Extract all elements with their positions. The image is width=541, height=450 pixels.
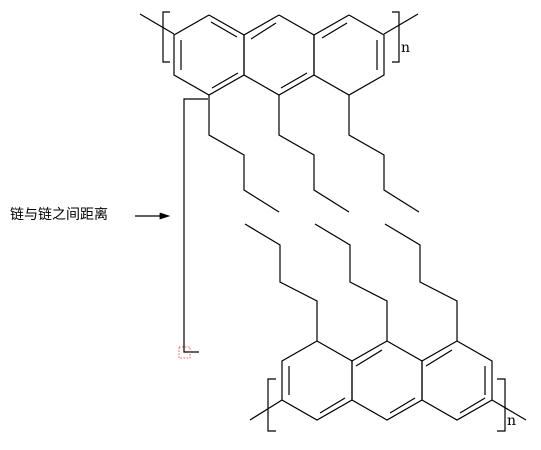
double-bond [321, 22, 348, 39]
double-bond [319, 397, 346, 414]
double-bond [459, 397, 486, 414]
butyl-chain [208, 95, 280, 213]
subscript-n-top: n [401, 40, 411, 56]
backbone-bond-right [383, 13, 419, 35]
double-bond [211, 72, 239, 89]
subscript-n-bottom: n [507, 413, 517, 429]
backbone-bond-right [491, 399, 527, 421]
selection-handle [178, 346, 191, 359]
bracket-left [162, 11, 170, 63]
polymer-top [139, 11, 420, 213]
butyl-chain [314, 223, 388, 341]
bracket-right [392, 11, 400, 63]
ring-middle [351, 340, 423, 421]
double-bond [210, 21, 238, 38]
double-bond [355, 349, 383, 367]
distance-bracket-line [183, 98, 208, 353]
annotation-arrow-head [159, 212, 171, 220]
double-bond [280, 72, 308, 89]
backbone-bond-left [249, 399, 283, 421]
distance-marker [135, 98, 208, 359]
ring-right [421, 340, 493, 421]
double-bond [389, 397, 416, 414]
chain-distance-label: 链与链之间距离 [10, 207, 108, 223]
bracket-left [267, 378, 276, 432]
butyl-chain [384, 223, 458, 341]
double-bond [425, 349, 453, 367]
ring-right [313, 14, 385, 96]
backbone-bond-left [139, 13, 175, 35]
bracket-right [497, 378, 506, 432]
ring-left [281, 340, 353, 421]
butyl-chain [278, 95, 350, 213]
double-bond [250, 22, 277, 40]
butyl-chain [348, 95, 420, 213]
polymer-bottom [244, 223, 527, 432]
ring-left [173, 14, 245, 96]
butyl-chain [244, 223, 318, 341]
ring-middle [243, 14, 315, 96]
